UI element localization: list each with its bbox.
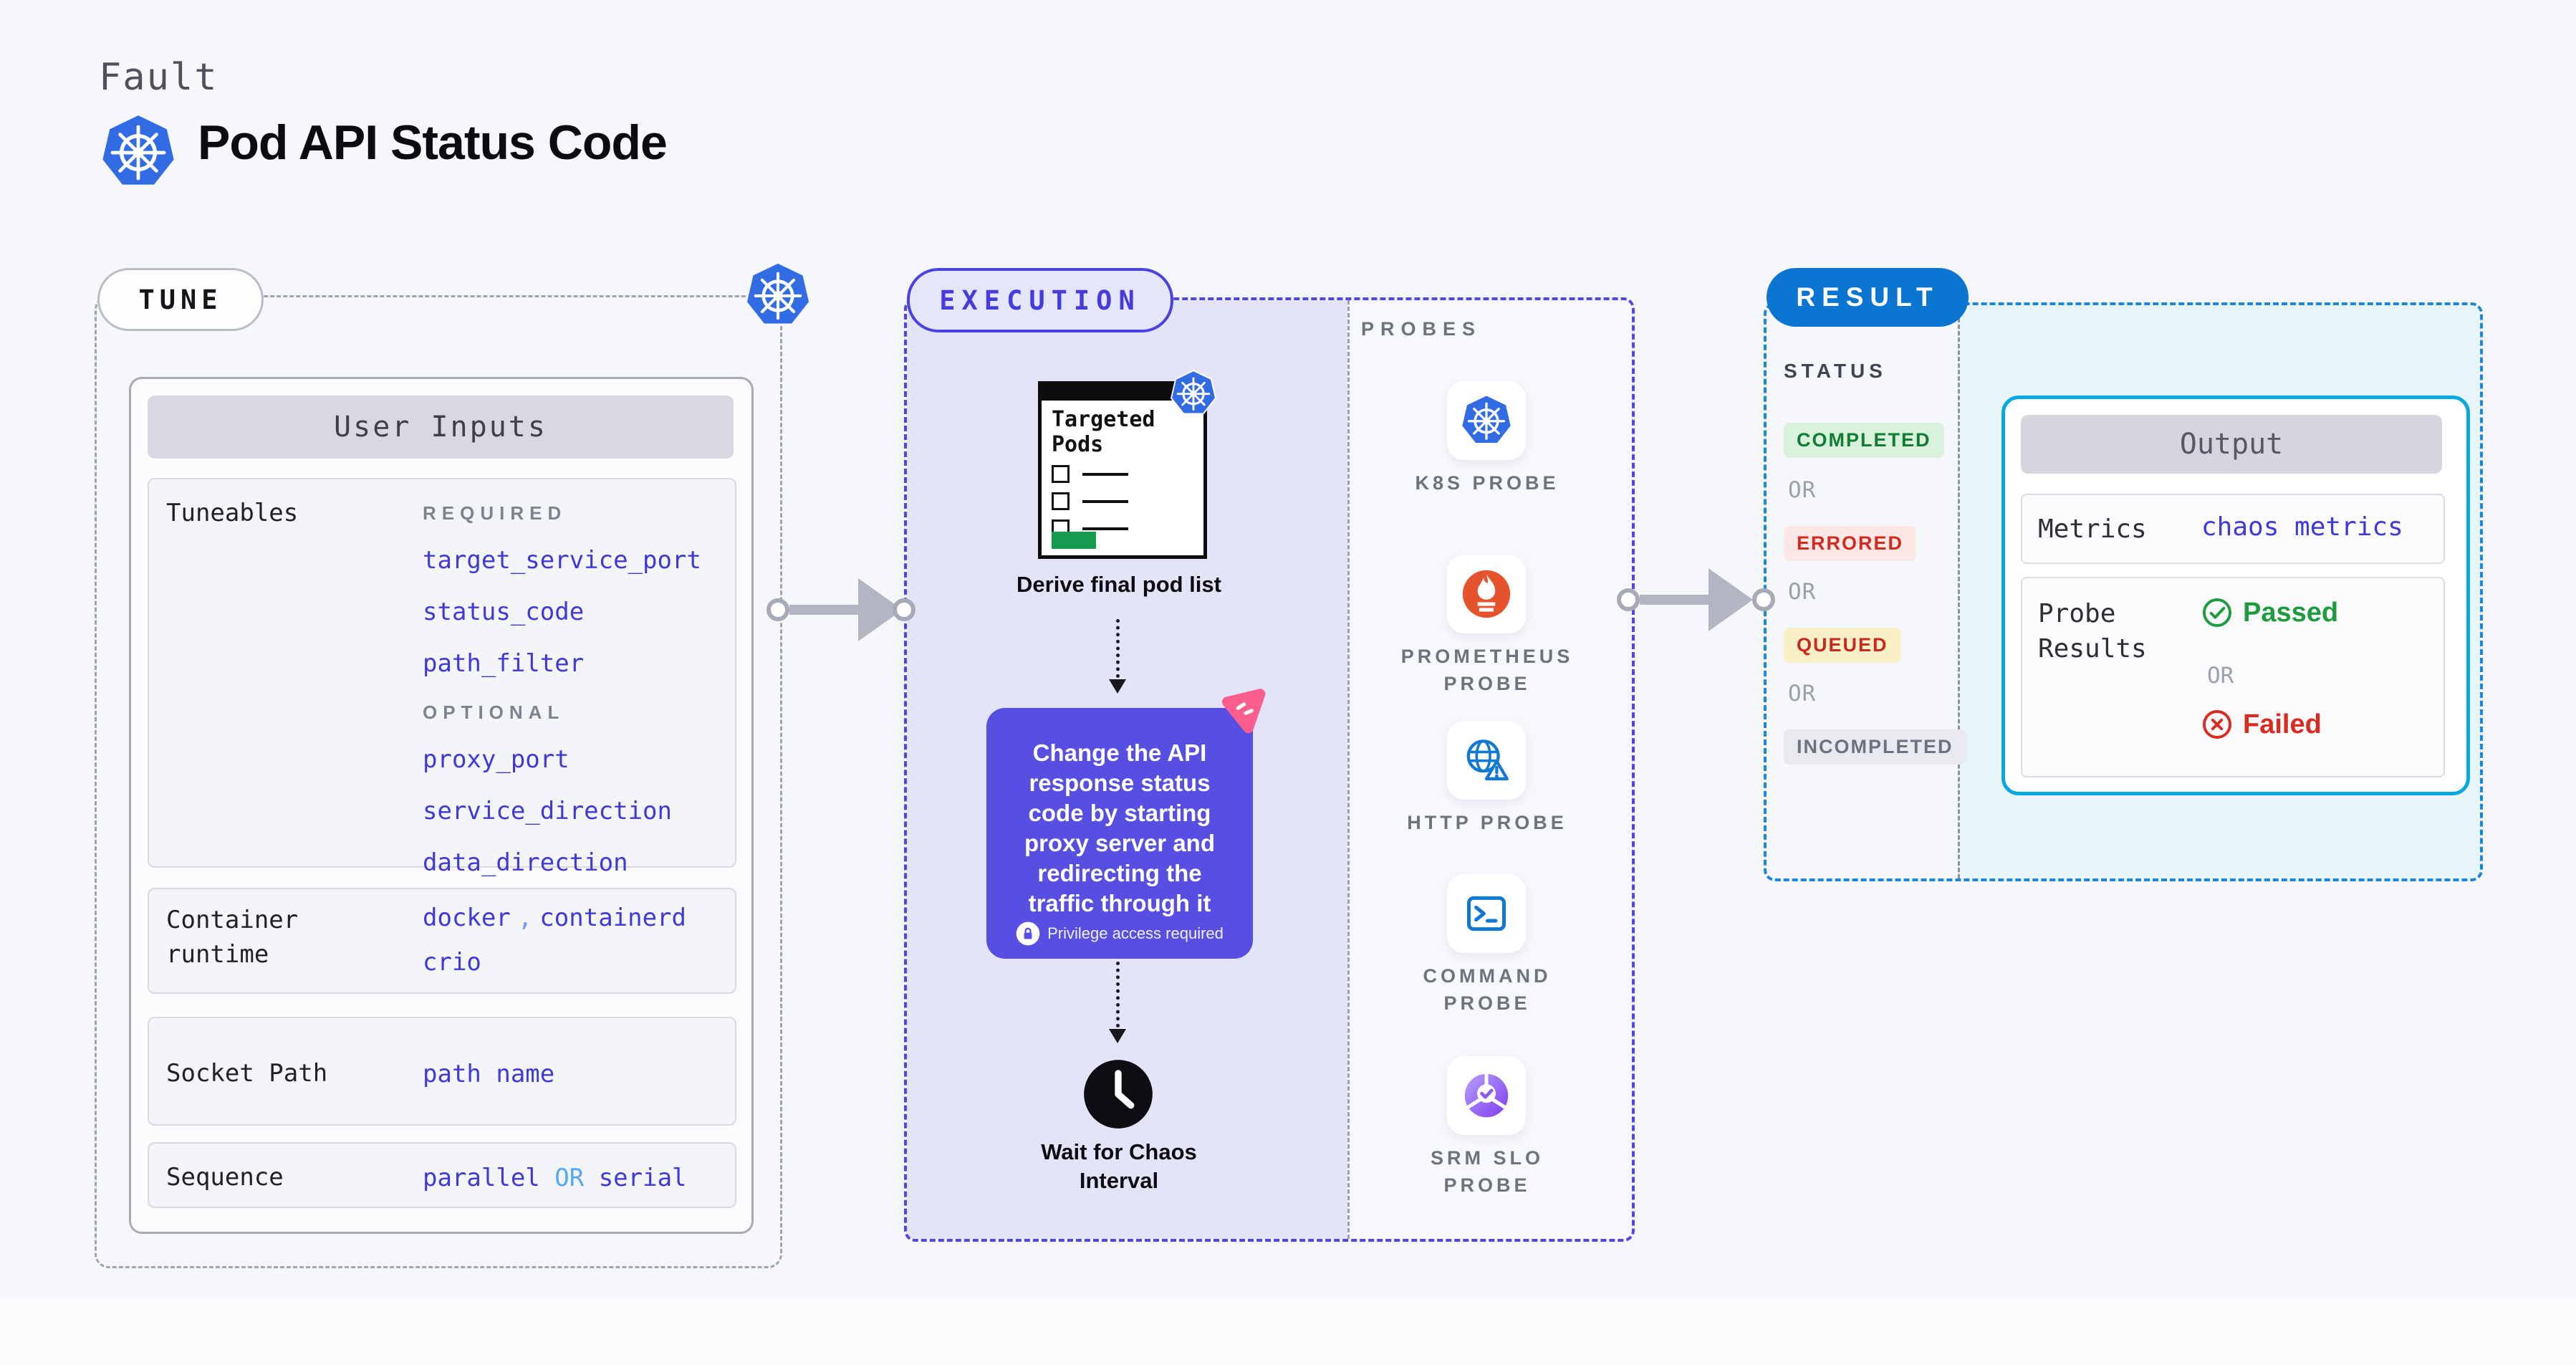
- probes-title: PROBES: [1361, 318, 1482, 340]
- tuneable-item: service_direction: [423, 796, 672, 825]
- output-header: Output: [2021, 415, 2442, 474]
- lock-icon: [1016, 921, 1040, 946]
- container-runtime-row: Container runtime docker,containerd crio: [148, 888, 736, 994]
- kubernetes-icon: [1461, 395, 1512, 444]
- connector-dot: [766, 598, 789, 621]
- connector-dot: [1617, 588, 1640, 611]
- privilege-note: Privilege access required: [986, 921, 1253, 946]
- arrow-head: [1708, 568, 1753, 631]
- prometheus-icon: [1462, 570, 1511, 618]
- privilege-note-text: Privilege access required: [1047, 924, 1224, 942]
- globe-alert-icon: [1466, 739, 1509, 781]
- flow-dotted-line: [1116, 619, 1120, 678]
- probe-command: [1447, 874, 1526, 953]
- tune-section-box: [95, 295, 782, 1268]
- output-card: Output Metrics chaos metrics Probe Resul…: [2001, 396, 2470, 795]
- user-inputs-header: User Inputs: [148, 396, 734, 459]
- probe-results-row: Probe Results Passed OR Failed: [2021, 577, 2445, 777]
- user-inputs-card: User Inputs Tuneables REQUIRED target_se…: [129, 377, 754, 1234]
- status-badge-errored: ERRORED: [1784, 526, 1917, 561]
- fault-action-text: Change the API response status code by s…: [1024, 739, 1215, 916]
- probe-http: [1447, 721, 1526, 800]
- tuneable-item: proxy_port: [423, 744, 569, 774]
- failed-label: Failed: [2243, 709, 2322, 739]
- clock-icon: [1084, 1060, 1153, 1129]
- probe-label: K8S PROBE: [1415, 472, 1559, 494]
- kubernetes-icon: [1171, 370, 1216, 415]
- passed-label: Passed: [2243, 597, 2339, 628]
- sequence-label: Sequence: [166, 1163, 284, 1192]
- tuneable-item: status_code: [423, 598, 585, 627]
- probe-label: COMMAND PROBE: [1423, 965, 1552, 1014]
- chaos-icon: [1221, 689, 1266, 734]
- result-section-badge: RESULT: [1767, 268, 1969, 327]
- metrics-row: Metrics chaos metrics: [2021, 494, 2445, 564]
- optional-label: OPTIONAL: [423, 701, 565, 723]
- derive-pod-list-label: Derive final pod list: [1017, 572, 1221, 597]
- targeted-pods-label: Targeted Pods: [1052, 407, 1155, 457]
- or-label: OR: [1788, 477, 1817, 503]
- probe-srm-slo: [1447, 1056, 1526, 1135]
- required-label: REQUIRED: [423, 502, 567, 524]
- socket-path-label: Socket Path: [166, 1059, 328, 1088]
- page-title: Pod API Status Code: [198, 115, 668, 170]
- probe-k8s: [1447, 381, 1526, 460]
- container-runtime-values: docker,containerd: [423, 904, 687, 932]
- tuneables-row: Tuneables REQUIRED target_service_port s…: [148, 478, 736, 877]
- metrics-label: Metrics: [2038, 514, 2147, 544]
- fault-category-label: Fault: [99, 56, 218, 99]
- flow-arrow-head: [1109, 679, 1126, 694]
- tuneable-item: path_filter: [423, 649, 585, 679]
- connector-dot: [1752, 588, 1775, 611]
- passed-result: Passed: [2201, 597, 2338, 628]
- or-label: OR: [2207, 663, 2234, 689]
- status-badge-queued: QUEUED: [1784, 628, 1901, 663]
- probe-label: SRM SLO PROBE: [1430, 1147, 1544, 1196]
- container-runtime-value: crio: [423, 948, 481, 977]
- kubernetes-icon: [745, 261, 811, 325]
- container-runtime-label: Container runtime: [166, 906, 299, 969]
- pod-list-item: [1052, 465, 1128, 483]
- tuneable-item: target_service_port: [423, 546, 701, 575]
- slo-chart-icon: [1464, 1073, 1509, 1118]
- wait-chaos-interval-label: Wait for Chaos Interval: [1041, 1139, 1197, 1194]
- document-titlebar: [1042, 385, 1203, 401]
- execution-section-badge: EXECUTION: [907, 268, 1173, 332]
- metrics-value: chaos metrics: [2201, 512, 2403, 542]
- flow-arrow-head: [1109, 1029, 1126, 1043]
- probe-label: HTTP PROBE: [1407, 812, 1567, 833]
- probe-prometheus: [1447, 555, 1526, 633]
- socket-path-value: path name: [423, 1060, 555, 1088]
- or-label: OR: [1788, 681, 1817, 707]
- selection-highlight: [1052, 532, 1096, 549]
- sequence-row: Sequence parallel OR serial: [148, 1142, 736, 1208]
- probe-results-label: Probe Results: [2038, 599, 2147, 664]
- tuneables-label: Tuneables: [166, 499, 299, 527]
- arrow-line: [789, 605, 861, 615]
- arrow-line: [1640, 595, 1711, 605]
- kubernetes-icon: [100, 112, 176, 192]
- probe-label: PROMETHEUS PROBE: [1400, 646, 1574, 694]
- tuneable-item: data_direction: [423, 848, 628, 877]
- flow-dotted-line: [1116, 962, 1120, 1028]
- check-circle-icon: [2202, 598, 2232, 628]
- sequence-value: parallel OR serial: [423, 1164, 687, 1192]
- x-circle-icon: [2202, 709, 2232, 739]
- status-title: STATUS: [1784, 360, 1887, 382]
- footer-strip: [0, 1298, 2576, 1365]
- connector-dot: [893, 598, 915, 621]
- status-badge-completed: COMPLETED: [1784, 423, 1944, 458]
- or-label: OR: [1788, 579, 1817, 605]
- socket-path-row: Socket Path path name: [148, 1017, 736, 1126]
- terminal-icon: [1467, 896, 1506, 931]
- fault-action-card: Change the API response status code by s…: [986, 708, 1253, 959]
- failed-result: Failed: [2201, 709, 2322, 740]
- targeted-pods-document: Targeted Pods: [1038, 381, 1207, 559]
- tune-section-badge: TUNE: [97, 268, 264, 331]
- pod-list-item: [1052, 492, 1128, 510]
- status-badge-incompleted: INCOMPLETED: [1784, 729, 1966, 765]
